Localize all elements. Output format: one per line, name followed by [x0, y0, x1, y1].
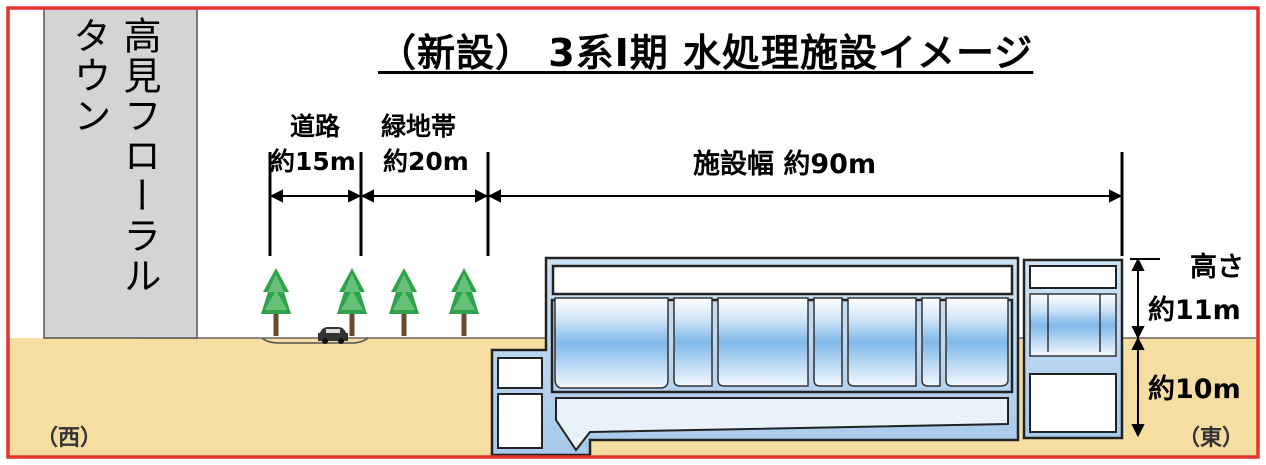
- tree-icon: [337, 268, 367, 336]
- tree-icon: [389, 268, 419, 336]
- height-label: 高さ: [1190, 252, 1244, 283]
- town-building: [43, 7, 198, 339]
- treatment-building: [490, 256, 1020, 457]
- height-value: 約11m: [1148, 295, 1241, 326]
- dimension-arrows: [269, 189, 1123, 203]
- east-annex: [1022, 258, 1124, 440]
- east-label: （東）: [1178, 426, 1245, 451]
- tree-icon: [449, 268, 479, 336]
- greenbelt-label: 緑地帯: [381, 112, 457, 141]
- town-name-line1: 高見フローラル: [117, 16, 161, 296]
- town-name-line2: タウン: [67, 16, 111, 136]
- diagram-frame: [6, 6, 1260, 459]
- dimension-lines: [268, 152, 1124, 256]
- depth-value: 約10m: [1148, 374, 1241, 405]
- tree-icon: [261, 268, 291, 336]
- greenbelt-width: 約20m: [383, 147, 469, 176]
- car-icon: [318, 327, 348, 344]
- road-width: 約15m: [270, 147, 356, 176]
- road-dip: [261, 337, 369, 344]
- west-label: （西）: [36, 426, 103, 451]
- road-label: 道路: [290, 112, 341, 141]
- vertical-dimensions: [1130, 257, 1160, 438]
- diagram-title: （新設） 3系Ⅰ期 水処理施設イメージ: [378, 31, 1034, 75]
- facility-width: 施設幅 約90m: [693, 149, 877, 180]
